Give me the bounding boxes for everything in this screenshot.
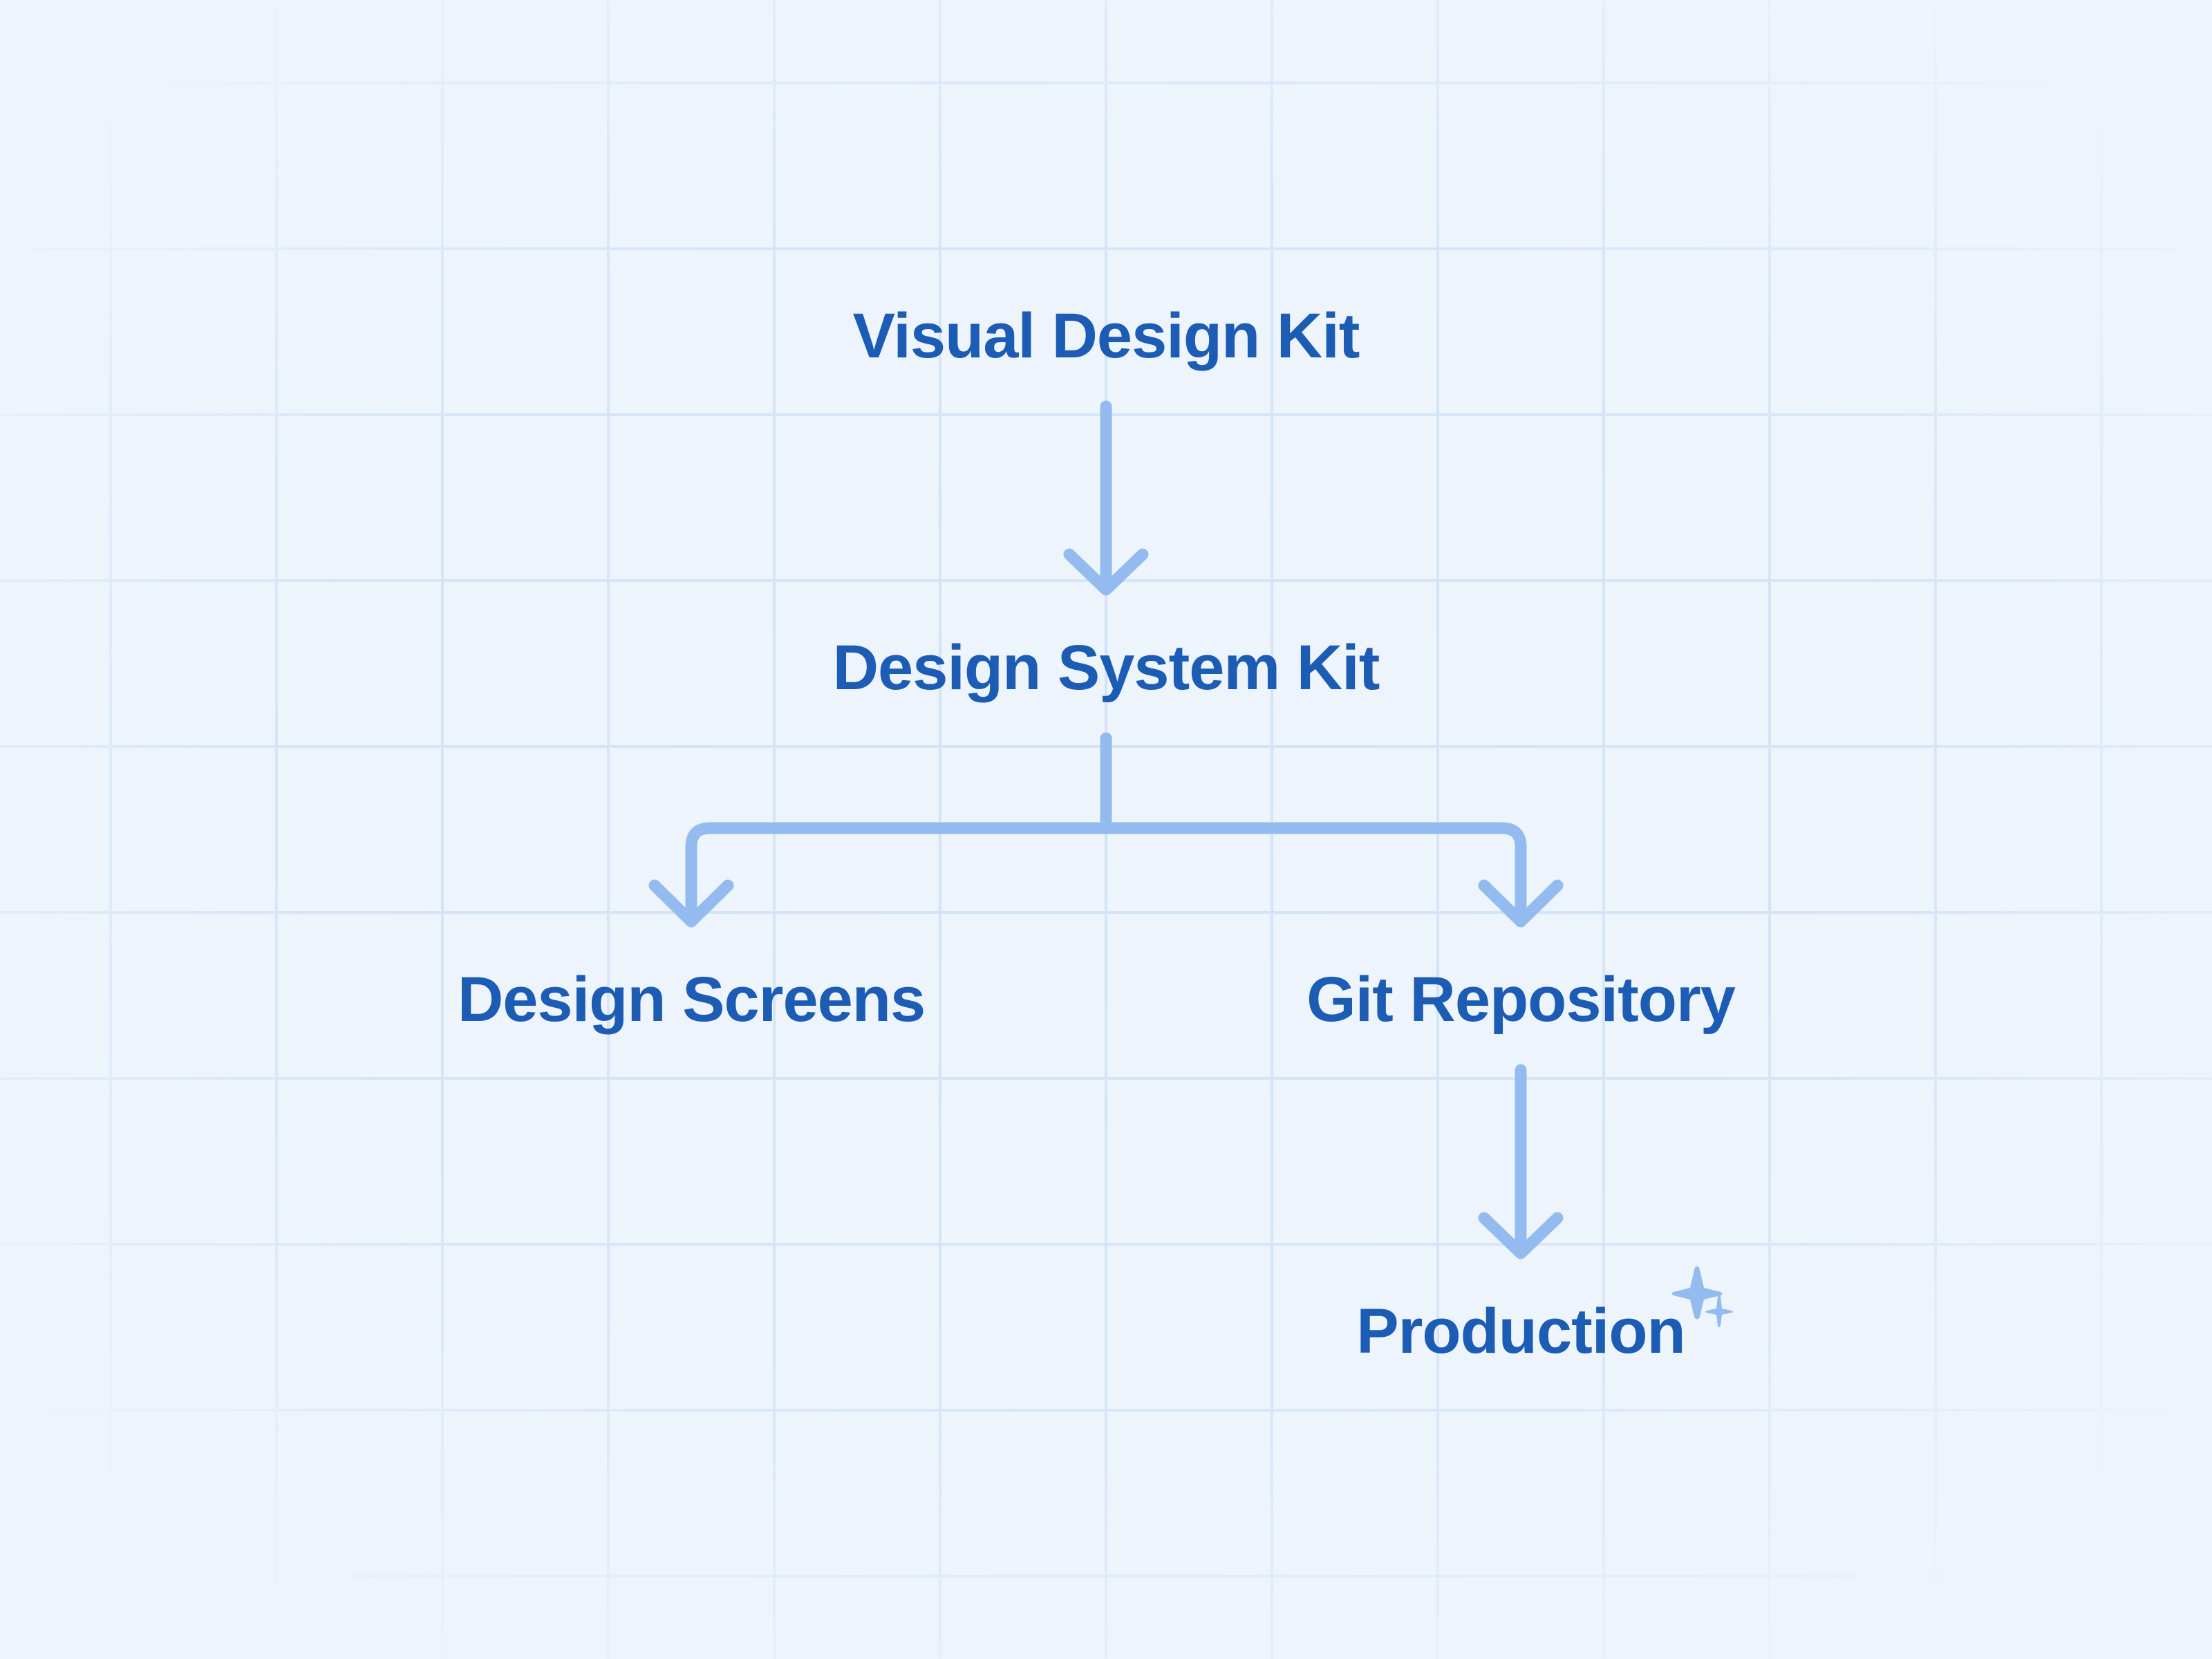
node-visual-design-kit: Visual Design Kit — [853, 301, 1360, 371]
arrowhead-icon — [1063, 548, 1149, 596]
edge-system-split — [685, 732, 1527, 926]
node-production: Production — [1356, 1296, 1685, 1367]
arrowhead-icon — [1478, 879, 1564, 928]
edge-git-to-production — [1478, 1064, 1564, 1259]
edge-system-to-git — [1478, 879, 1564, 928]
arrowhead-icon — [1478, 1212, 1564, 1259]
sparkle-large-icon — [1671, 1266, 1723, 1320]
node-design-screens: Design Screens — [458, 964, 925, 1035]
edge-system-to-screens — [648, 879, 734, 928]
edge-visual-to-system — [1063, 400, 1149, 596]
arrowhead-icon — [648, 879, 734, 928]
sparkle-small-icon — [1705, 1293, 1733, 1327]
connector-line — [685, 822, 1527, 926]
sparkles-icon — [1671, 1266, 1733, 1327]
node-design-system-kit: Design System Kit — [833, 632, 1380, 703]
node-git-repository: Git Repository — [1306, 964, 1736, 1035]
